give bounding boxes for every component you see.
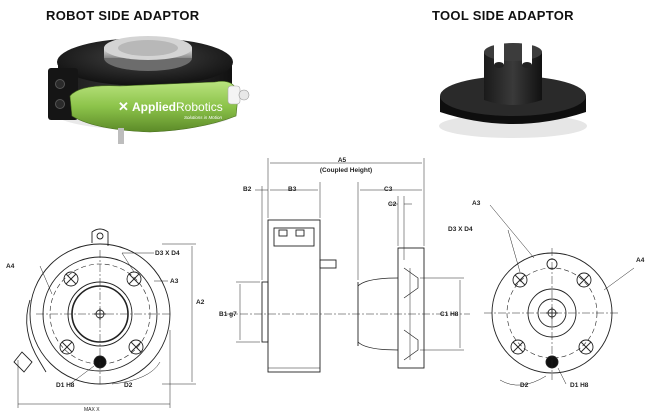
robot-maxx-label: MAX X: [84, 407, 100, 413]
robot-d3d4-label: D3 X D4: [155, 250, 180, 257]
a5-label: A5: [338, 157, 347, 164]
b2-label: B2: [243, 186, 252, 193]
robot-a4-label: A4: [6, 263, 15, 270]
tool-a4-label: A4: [636, 257, 645, 264]
robot-d2-label: D2: [124, 382, 133, 389]
coupled-side-view: [226, 158, 470, 373]
robot-front-view: [13, 228, 196, 408]
tool-side-title: TOOL SIDE ADAPTOR: [432, 8, 574, 23]
robot-side-title: ROBOT SIDE ADAPTOR: [46, 8, 200, 23]
tool-a3-label: A3: [472, 200, 481, 207]
robot-a3-label: A3: [170, 278, 179, 285]
c3-label: C3: [384, 186, 393, 193]
tool-d2-label: D2: [520, 382, 529, 389]
tool-front-view: [484, 204, 635, 386]
tool-d3d4-label: D3 X D4: [448, 226, 473, 233]
a5-sub-label: (Coupled Height): [320, 167, 372, 174]
c1-label: C1 H8: [440, 311, 459, 318]
brand-applied: Applied: [132, 100, 176, 114]
brand-x-icon: ✕: [118, 99, 129, 114]
b3-label: B3: [288, 186, 297, 193]
tool-d1-label: D1 H8: [570, 382, 589, 389]
brand-robotics: Robotics: [176, 100, 223, 114]
b1-label: B1 g7: [219, 311, 237, 318]
brand-tagline: Solutions in Motion: [184, 115, 223, 120]
robot-side-photo: ✕ Applied Robotics Solutions in Motion: [48, 36, 250, 144]
robot-a2-label: A2: [196, 299, 205, 306]
tool-side-photo: [439, 43, 587, 138]
robot-d1-label: D1 H8: [56, 382, 75, 389]
c2-label: C2: [388, 201, 397, 208]
